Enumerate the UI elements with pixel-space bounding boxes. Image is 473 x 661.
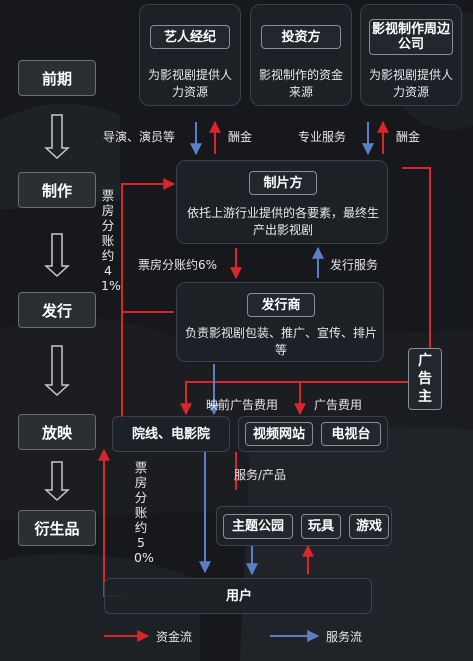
right-money-label: 酬金 — [396, 130, 421, 144]
vendor-title: 影视制作周边公司 — [369, 19, 453, 55]
toy-label: 玩具 — [301, 514, 341, 539]
producer-title: 制片方 — [249, 171, 317, 195]
stage-preproduction: 前期 — [18, 60, 96, 96]
producer-box: 制片方 依托上游行业提供的各要素，最终生产出影视剧 — [176, 160, 388, 244]
video-site-label: 视频网站 — [245, 422, 313, 446]
pre-screening-ad-label: 映前广告费用 — [206, 398, 279, 412]
distributor-title: 发行商 — [247, 293, 315, 317]
tv-label: 电视台 — [321, 422, 381, 446]
share-41-label: 票房分账约41% — [101, 188, 121, 293]
advertiser-box: 广告主 — [408, 348, 442, 410]
stage-distribution: 发行 — [18, 292, 96, 328]
cinema-label: 院线、电影院 — [131, 426, 210, 442]
investor-title: 投资方 — [261, 25, 341, 49]
user-box: 用户 — [104, 578, 372, 614]
distributor-box: 发行商 负责影视剧包装、推广、宣传、排片等 — [176, 282, 384, 362]
investor-box: 投资方 影视制作的资金来源 — [250, 4, 352, 106]
right-service-label: 专业服务 — [298, 130, 347, 144]
agency-box: 艺人经纪 为影视剧提供人力资源 — [139, 4, 241, 106]
cinema-box: 院线、电影院 — [112, 416, 230, 452]
service-product-label: 服务/产品 — [234, 468, 287, 482]
distributor-desc: 负责影视剧包装、推广、宣传、排片等 — [185, 326, 378, 357]
agency-title: 艺人经纪 — [150, 25, 230, 49]
left-service-label: 导演、演员等 — [103, 130, 176, 144]
vendor-box: 影视制作周边公司 为影视剧提供人力资源 — [360, 4, 462, 106]
agency-desc: 为影视剧提供人力资源 — [147, 68, 232, 99]
box-office-6-label: 票房分账约6% — [138, 258, 218, 272]
game-label: 游戏 — [349, 514, 389, 539]
vendor-desc: 为影视剧提供人力资源 — [368, 68, 453, 99]
stage-derivatives: 衍生品 — [18, 510, 96, 546]
stage-screening: 放映 — [18, 414, 96, 450]
share-50-label: 票房分账约50% — [134, 460, 154, 565]
distribution-service-label: 发行服务 — [330, 258, 379, 272]
legend-money-label: 资金流 — [156, 630, 193, 644]
theme-park-label: 主题公园 — [223, 514, 293, 539]
producer-desc: 依托上游行业提供的各要素，最终生产出影视剧 — [187, 206, 380, 237]
derivatives-box: 主题公园 玩具 游戏 — [216, 506, 392, 546]
investor-desc: 影视制作的资金来源 — [258, 68, 343, 99]
screens-box: 视频网站 电视台 — [238, 416, 388, 452]
stage-production: 制作 — [18, 172, 96, 208]
user-label: 用户 — [225, 588, 252, 604]
legend-service-label: 服务流 — [326, 630, 363, 644]
left-money-label: 酬金 — [228, 130, 253, 144]
ad-fee-label: 广告费用 — [314, 398, 363, 412]
